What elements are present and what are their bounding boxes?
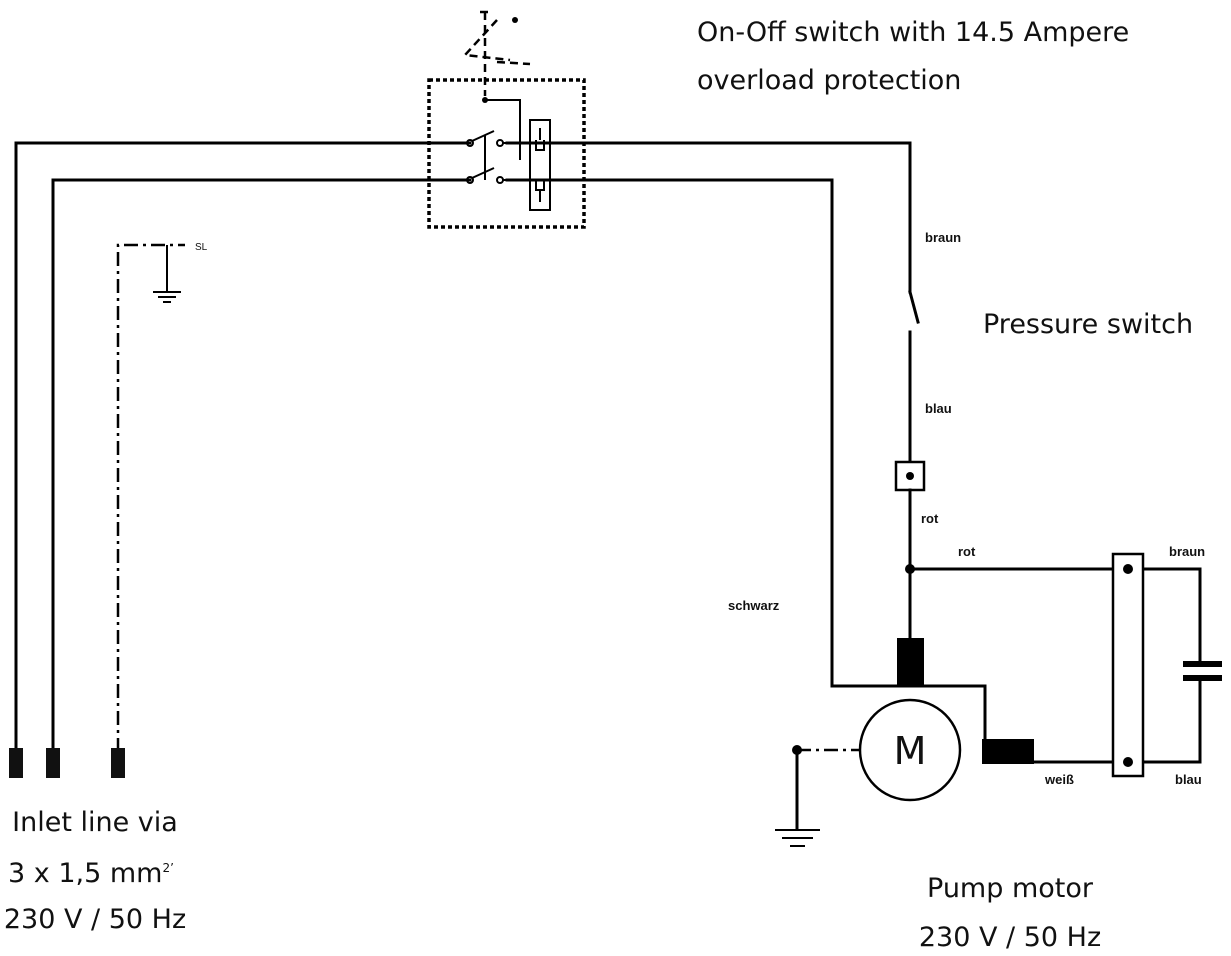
plug-pin-neutral [46, 748, 60, 778]
wire-label-braun-right: braun [1169, 544, 1205, 559]
motor-earth [775, 745, 860, 847]
wire-label-rot-horizontal: rot [958, 544, 976, 559]
pressure-switch [908, 290, 920, 464]
wire-label-weiss: weiß [1044, 772, 1074, 787]
wire-protective-earth [116, 243, 185, 752]
plug-pin-phase [9, 748, 23, 778]
winding-aux [982, 739, 1034, 764]
inlet-label-line1: Inlet line via [12, 807, 178, 838]
plug-pins [9, 748, 125, 778]
motor-label-line2: 230 V / 50 Hz [919, 922, 1101, 953]
motor-label-line1: Pump motor [927, 873, 1094, 904]
pump-motor: M [858, 698, 962, 802]
wire-inner [51, 178, 987, 754]
switch-label-line1: On-Off switch with 14.5 Ampere [697, 17, 1129, 48]
motor-symbol: M [894, 729, 927, 773]
wire-label-braun-top: braun [925, 230, 961, 245]
inlet-label-line3: 230 V / 50 Hz [4, 904, 186, 935]
winding-main [897, 638, 924, 686]
pressure-switch-label: Pressure switch [983, 309, 1193, 340]
wire-outer [14, 141, 912, 754]
wire-rot-to-capacitor [905, 564, 1202, 764]
inlet-label-line2: 3 x 1,5 mm2’ [8, 858, 174, 889]
capacitor [1111, 552, 1222, 778]
terminal-block [894, 460, 926, 642]
plug-pin-earth [111, 748, 125, 778]
wire-label-blau-right: blau [1175, 772, 1202, 787]
wire-label-rot-vertical: rot [921, 511, 939, 526]
switch-label-line2: overload protection [697, 65, 961, 96]
on-off-switch [427, 10, 586, 229]
ground-tag-label: SL [195, 242, 208, 253]
wire-label-blau-mid: blau [925, 401, 952, 416]
wire-label-schwarz: schwarz [728, 598, 780, 613]
motor-windings [897, 638, 1034, 764]
